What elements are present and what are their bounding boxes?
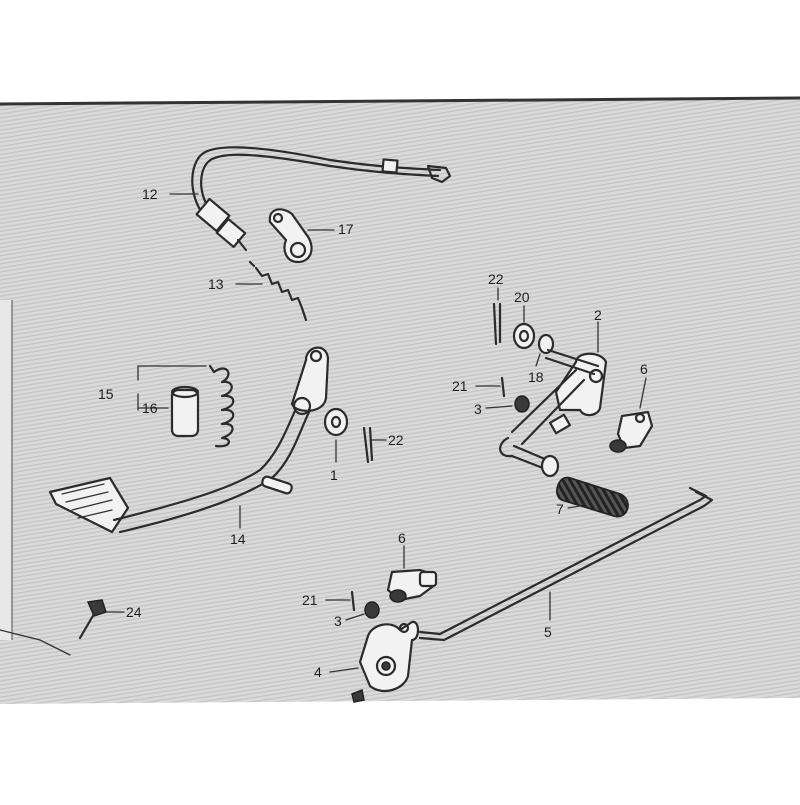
leader-3-lower xyxy=(345,613,365,621)
callout-22-upper: 22 xyxy=(488,271,504,287)
callout-7: 7 xyxy=(556,501,564,517)
part-3-washer-upper xyxy=(514,395,530,413)
part-12-cable xyxy=(191,146,452,252)
part-6-pivot-upper xyxy=(609,410,654,453)
leader-7 xyxy=(567,505,581,509)
callout-20: 20 xyxy=(514,289,530,305)
callout-3-upper: 3 xyxy=(474,401,482,417)
part-17-arm xyxy=(268,208,313,264)
callout-16: 16 xyxy=(142,400,158,416)
part-5-brake-rod xyxy=(418,486,714,642)
callout-5: 5 xyxy=(544,624,552,640)
callout-12: 12 xyxy=(142,186,158,202)
part-2-bracket xyxy=(499,348,608,478)
leader-6-upper xyxy=(639,377,647,409)
callout-1: 1 xyxy=(330,467,338,483)
screen-top-edge xyxy=(0,96,800,106)
part-18-washer xyxy=(537,333,555,355)
callout-6-lower: 6 xyxy=(398,530,406,546)
callout-17: 17 xyxy=(338,221,354,237)
part-22-pin-upper xyxy=(492,302,502,346)
callout-15: 15 xyxy=(98,386,114,402)
callout-21-lower: 21 xyxy=(302,592,318,608)
left-window-corner xyxy=(0,629,71,656)
leader-4 xyxy=(329,667,359,673)
part-21-pin-lower xyxy=(350,590,356,612)
left-window-strip xyxy=(0,300,12,640)
part-24-bolt xyxy=(78,599,107,640)
callout-4: 4 xyxy=(314,664,322,680)
part-21-pin-upper xyxy=(500,376,506,398)
part-20-washer xyxy=(512,322,536,350)
part-3-washer-lower xyxy=(364,601,380,619)
leader-15 xyxy=(137,365,207,381)
part-7-footpeg-rubber xyxy=(556,476,629,518)
part-22-pin-lower xyxy=(362,426,374,464)
callout-21-upper: 21 xyxy=(452,378,468,394)
part-15-spring xyxy=(208,364,235,448)
callout-6-upper: 6 xyxy=(640,361,648,377)
part-4-brake-arm xyxy=(351,620,420,703)
callout-22-lower: 22 xyxy=(388,432,404,448)
callout-2: 2 xyxy=(594,307,602,323)
screen-area xyxy=(0,98,800,704)
part-14-pedal xyxy=(48,346,330,534)
callout-24: 24 xyxy=(126,604,142,620)
callout-14: 14 xyxy=(230,531,246,547)
part-1-washer xyxy=(323,407,349,437)
leader-3-upper xyxy=(485,405,513,409)
part-6-pivot-lower xyxy=(386,568,438,603)
leader-18 xyxy=(535,353,541,367)
callout-18: 18 xyxy=(528,369,544,385)
callout-3-lower: 3 xyxy=(334,613,342,629)
callout-13: 13 xyxy=(208,276,224,292)
part-16-sleeve xyxy=(170,385,200,438)
part-13-spring xyxy=(248,260,308,322)
